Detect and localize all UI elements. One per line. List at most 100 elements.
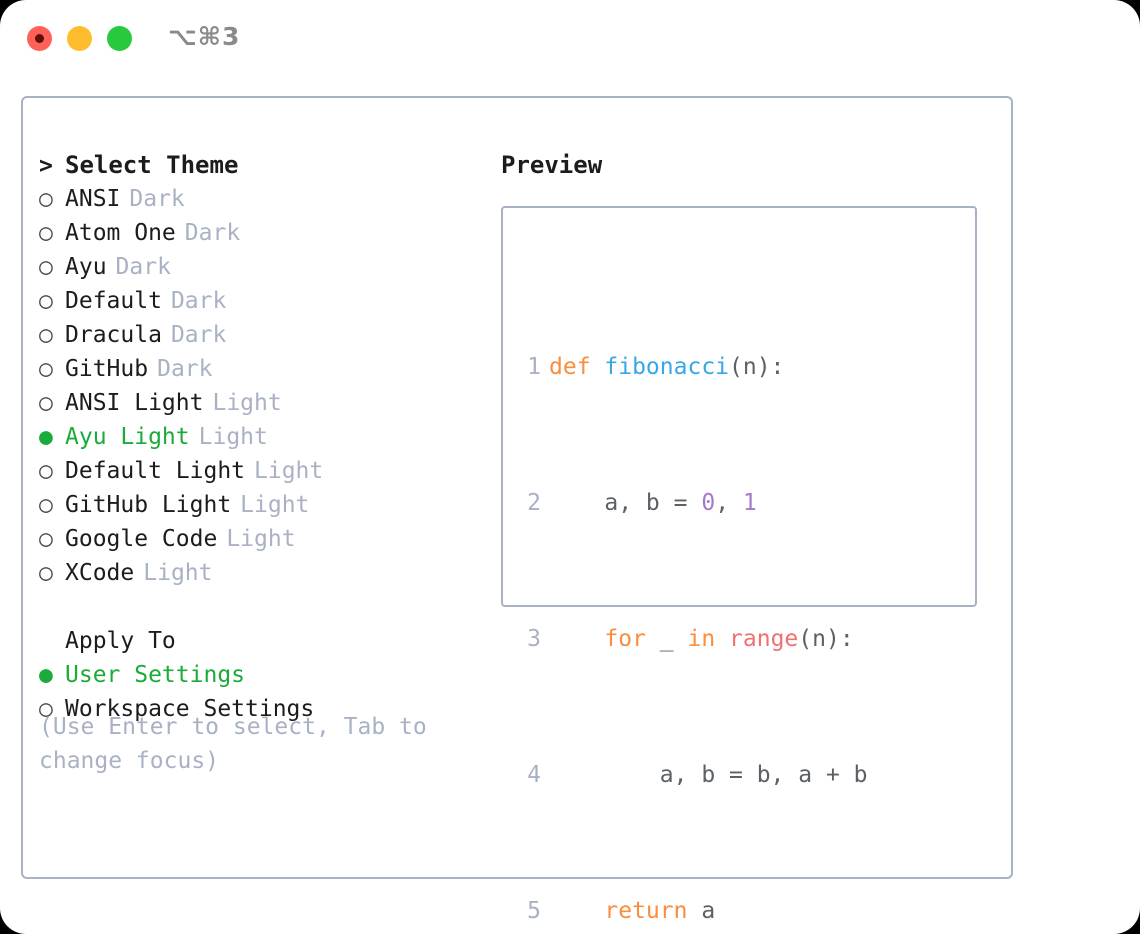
theme-name: Dracula bbox=[65, 322, 162, 348]
apply-to-option-label: User Settings bbox=[65, 662, 246, 688]
code-token: def bbox=[549, 354, 605, 380]
theme-list-item[interactable]: ○ Ayu Dark bbox=[39, 250, 479, 284]
theme-list-column: > Select Theme ○ ANSI Dark ○ Atom One Da… bbox=[39, 148, 479, 726]
radio-unselected-icon: ○ bbox=[39, 254, 53, 280]
radio-unselected-icon: ○ bbox=[39, 560, 53, 586]
line-number: 3 bbox=[527, 626, 541, 652]
theme-list-item-selected[interactable]: ● Ayu Light Light bbox=[39, 420, 479, 454]
theme-list-item[interactable]: ○ Dracula Dark bbox=[39, 318, 479, 352]
radio-unselected-icon: ○ bbox=[39, 492, 53, 518]
line-number: 4 bbox=[527, 762, 541, 788]
list-spacer bbox=[39, 590, 479, 624]
select-theme-header: > Select Theme bbox=[39, 148, 479, 182]
code-token: 0 bbox=[701, 490, 716, 516]
minimize-button[interactable] bbox=[67, 26, 92, 51]
radio-unselected-icon: ○ bbox=[39, 322, 53, 348]
code-token: _ bbox=[645, 626, 688, 652]
code-token: a bbox=[687, 898, 716, 924]
apply-to-title: Apply To bbox=[65, 628, 176, 654]
code-token: return bbox=[604, 898, 688, 924]
theme-variant: Light bbox=[143, 560, 213, 586]
code-token: (n): bbox=[729, 354, 785, 380]
theme-list-item[interactable]: ○ XCode Light bbox=[39, 556, 479, 590]
code-token: for bbox=[604, 626, 646, 652]
radio-selected-icon: ● bbox=[39, 424, 53, 450]
radio-unselected-icon: ○ bbox=[39, 288, 53, 314]
theme-name: Google Code bbox=[65, 526, 218, 552]
keyboard-shortcut-label: ⌥⌘3 bbox=[168, 22, 241, 51]
theme-name: GitHub bbox=[65, 356, 149, 382]
theme-variant: Dark bbox=[184, 220, 241, 246]
theme-name: Ayu bbox=[65, 254, 107, 280]
code-line: 5 return a bbox=[519, 894, 895, 928]
keyboard-hint-text: (Use Enter to select, Tab to change focu… bbox=[39, 714, 427, 774]
theme-name: ANSI Light bbox=[65, 390, 204, 416]
theme-name: XCode bbox=[65, 560, 135, 586]
preview-title: Preview bbox=[501, 151, 603, 179]
theme-name: GitHub Light bbox=[65, 492, 232, 518]
apply-to-option-workspace-settings[interactable]: ○ Workspace Settings bbox=[39, 692, 479, 726]
code-token bbox=[549, 626, 604, 652]
theme-variant: Dark bbox=[129, 186, 185, 212]
code-token: a, b = b, a + b bbox=[549, 762, 868, 788]
theme-variant: Dark bbox=[170, 288, 227, 314]
theme-list-item[interactable]: ○ GitHub Light Light bbox=[39, 488, 479, 522]
theme-list-item[interactable]: ○ Google Code Light bbox=[39, 522, 479, 556]
theme-list-item[interactable]: ○ Default Dark bbox=[39, 284, 479, 318]
radio-unselected-icon: ○ bbox=[39, 220, 53, 246]
apply-to-option-user-settings[interactable]: ● User Settings bbox=[39, 658, 479, 692]
code-line: 3 for _ in range(n): bbox=[519, 622, 895, 656]
theme-list-item[interactable]: ○ Atom One Dark bbox=[39, 216, 479, 250]
theme-list-item[interactable]: ○ GitHub Dark bbox=[39, 352, 479, 386]
theme-variant: Dark bbox=[115, 254, 171, 280]
theme-picker-panel: > Select Theme ○ ANSI Dark ○ Atom One Da… bbox=[21, 96, 1013, 924]
radio-unselected-icon: ○ bbox=[39, 696, 53, 722]
theme-list-item[interactable]: ○ Default Light Light bbox=[39, 454, 479, 488]
theme-variant: Light bbox=[240, 492, 310, 518]
theme-name: Default Light bbox=[65, 458, 246, 484]
code-token: a, b = bbox=[549, 490, 702, 516]
code-token bbox=[715, 626, 729, 652]
theme-variant: Light bbox=[254, 458, 324, 484]
radio-selected-icon: ● bbox=[39, 662, 53, 688]
theme-variant: Light bbox=[226, 526, 296, 552]
caret-icon: > bbox=[39, 153, 53, 179]
code-line: 4 a, b = b, a + b bbox=[519, 758, 895, 792]
theme-name: Atom One bbox=[65, 220, 176, 246]
code-token: 1 bbox=[742, 490, 757, 516]
theme-list-item[interactable]: ○ ANSI Dark bbox=[39, 182, 479, 216]
code-token bbox=[549, 898, 604, 924]
code-token: , bbox=[715, 490, 743, 516]
code-line: 1 def fibonacci(n): bbox=[519, 350, 895, 384]
line-number: 1 bbox=[527, 354, 541, 380]
radio-unselected-icon: ○ bbox=[39, 458, 53, 484]
radio-unselected-icon: ○ bbox=[39, 526, 53, 552]
maximize-button[interactable] bbox=[107, 26, 132, 51]
code-token: in bbox=[687, 626, 716, 652]
theme-name: ANSI bbox=[65, 186, 121, 212]
traffic-lights bbox=[27, 26, 132, 51]
code-token: (n): bbox=[798, 626, 854, 652]
theme-variant: Dark bbox=[157, 356, 213, 382]
select-theme-title: Select Theme bbox=[65, 151, 239, 179]
apply-to-header: o Apply To bbox=[39, 624, 479, 658]
theme-variant: Dark bbox=[170, 322, 227, 348]
radio-unselected-icon: ○ bbox=[39, 390, 53, 416]
theme-name: Ayu Light bbox=[65, 424, 190, 450]
title-bar: ⌥⌘3 bbox=[0, 0, 1140, 78]
apply-to-option-label: Workspace Settings bbox=[65, 696, 315, 722]
code-token: fibonacci bbox=[604, 354, 730, 380]
apply-to-marker-placeholder: o bbox=[39, 624, 65, 658]
line-number: 5 bbox=[527, 898, 541, 924]
theme-list-item[interactable]: ○ ANSI Light Light bbox=[39, 386, 479, 420]
radio-unselected-icon: ○ bbox=[39, 356, 53, 382]
line-number: 2 bbox=[527, 490, 541, 516]
theme-name: Default bbox=[65, 288, 162, 314]
theme-variant: Light bbox=[212, 390, 282, 416]
code-line: 2 a, b = 0, 1 bbox=[519, 486, 895, 520]
close-button[interactable] bbox=[27, 26, 52, 51]
code-token: range bbox=[729, 626, 799, 652]
